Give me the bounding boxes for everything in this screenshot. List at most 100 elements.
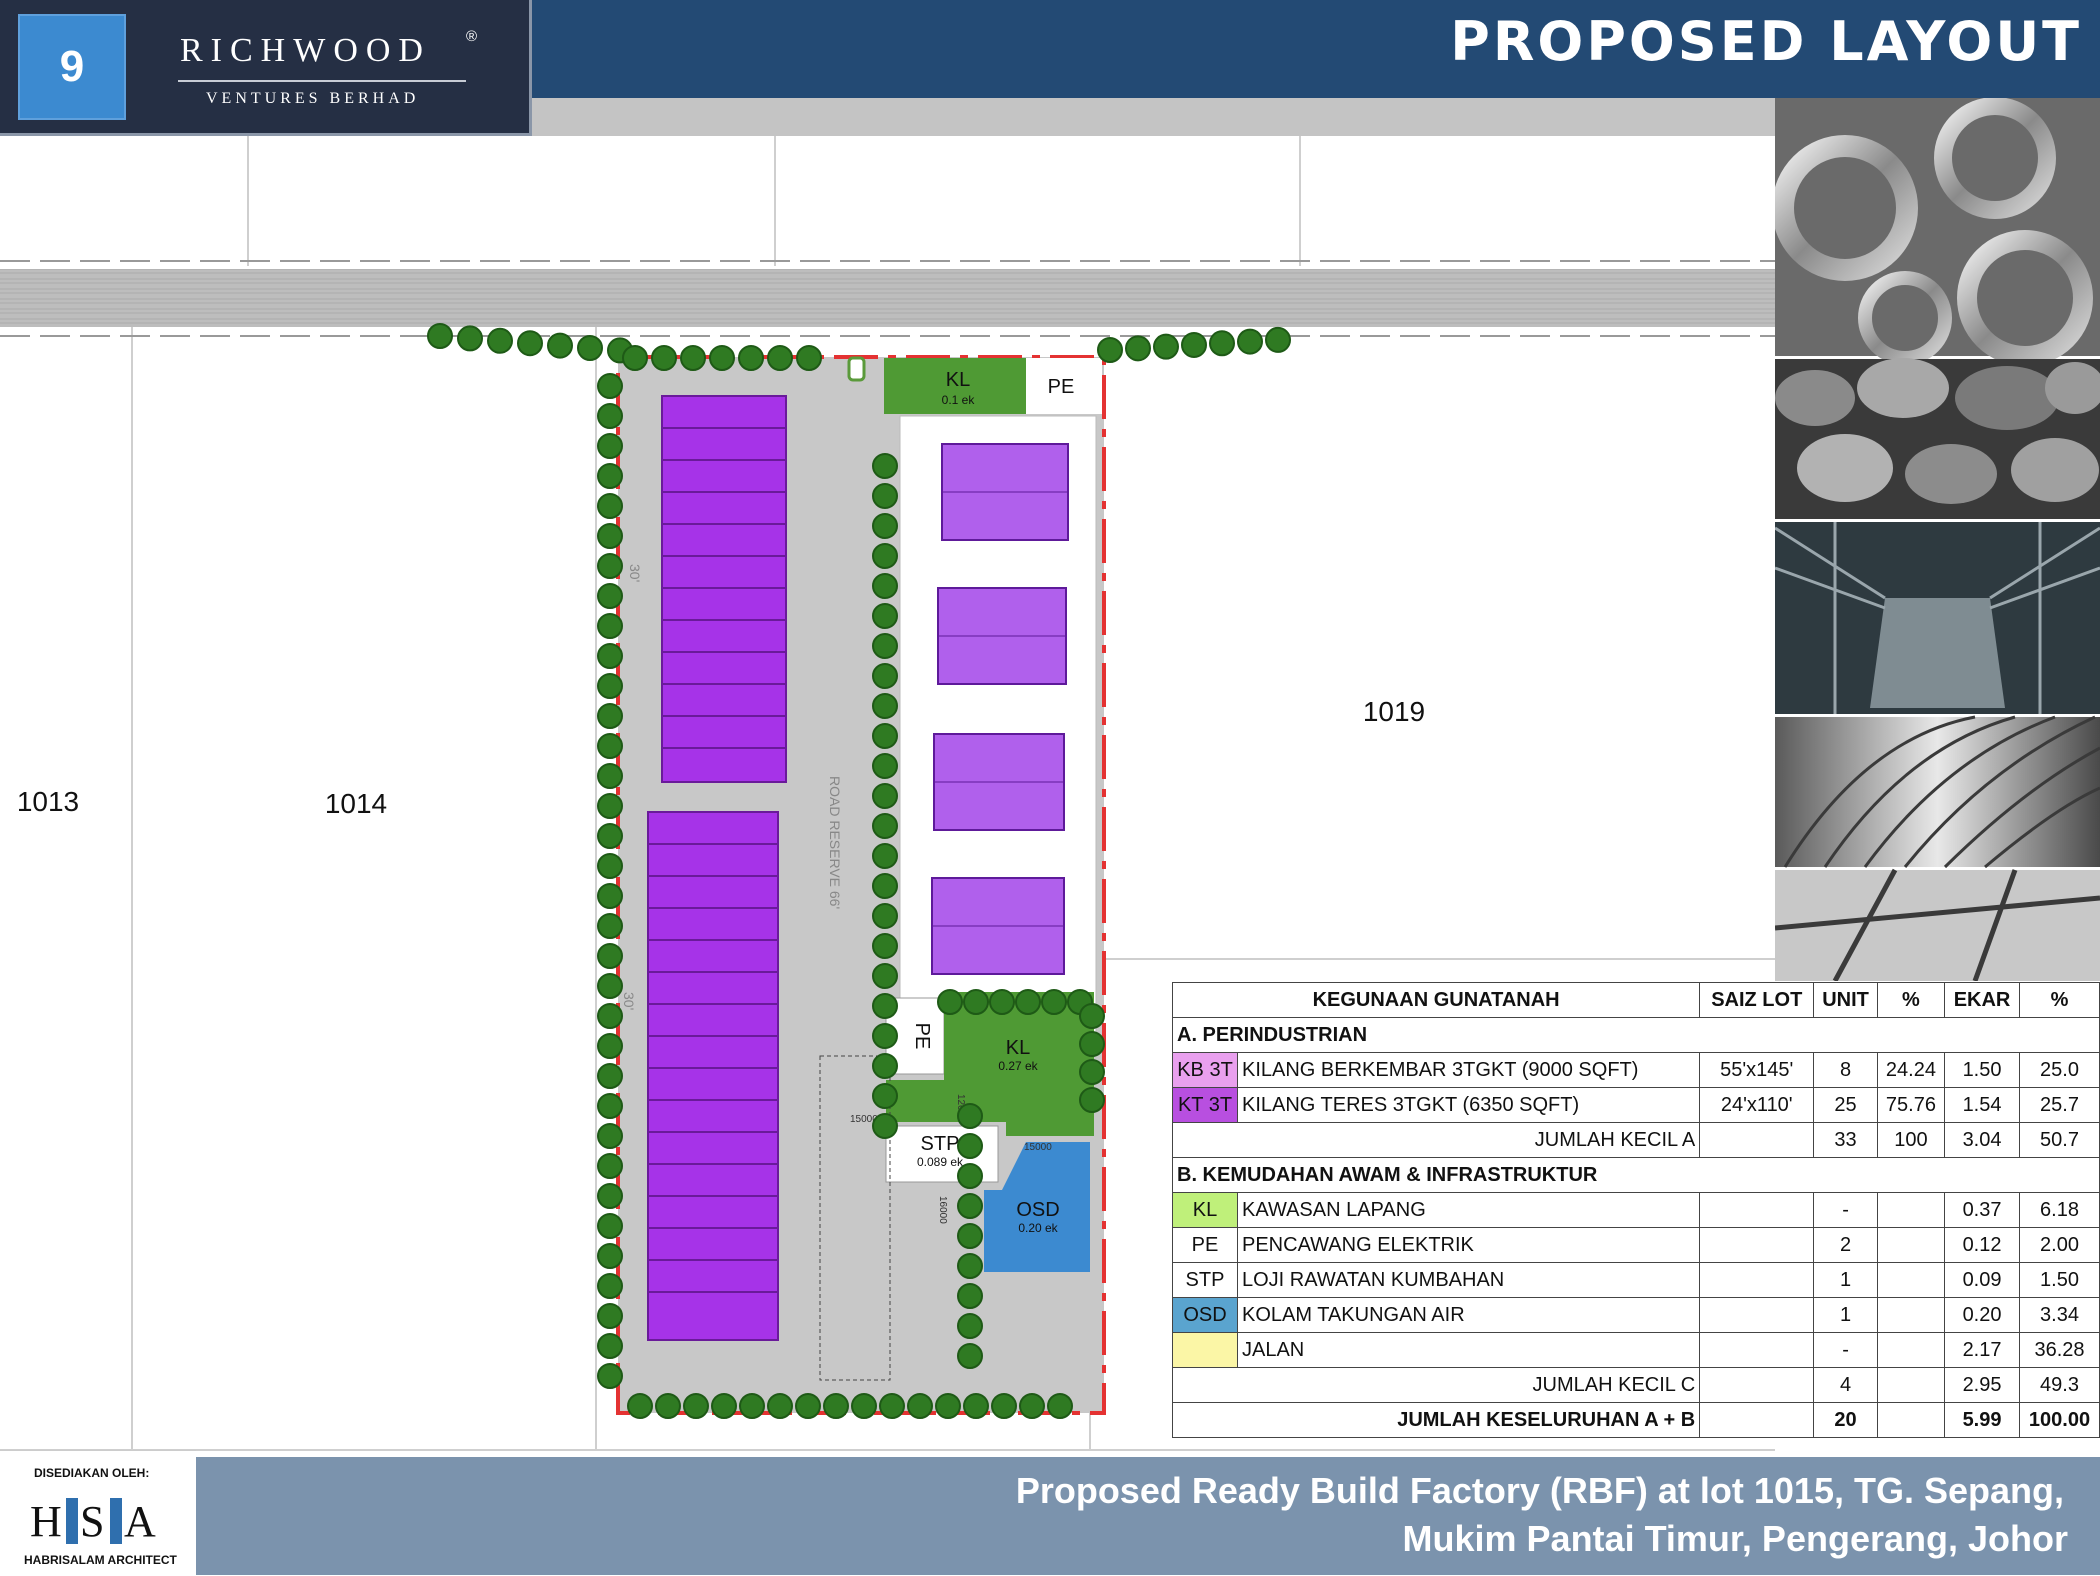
tree-icon xyxy=(872,633,898,659)
tree-icon xyxy=(957,1193,983,1219)
land-use-code: KL xyxy=(1172,1192,1238,1228)
land-use-code: OSD xyxy=(1172,1297,1238,1333)
unit-percent xyxy=(1876,1367,1946,1403)
tree-icon xyxy=(823,1393,849,1419)
land-use-code: STP xyxy=(1172,1262,1238,1298)
tree-icon xyxy=(709,345,735,371)
lot-size xyxy=(1699,1192,1815,1228)
stp-area: 0.089 ek xyxy=(917,1155,964,1169)
svg-text:H: H xyxy=(30,1497,62,1546)
lot-label-1013: 1013 xyxy=(17,786,79,817)
tree-icon xyxy=(872,933,898,959)
unit-count: 4 xyxy=(1813,1367,1878,1403)
tree-icon xyxy=(597,1273,623,1299)
tree-icon xyxy=(872,843,898,869)
land-use-table: KEGUNAAN GUNATANAH SAIZ LOT UNIT % EKAR … xyxy=(1171,982,2100,1438)
tree-icon xyxy=(597,1333,623,1359)
acre-percent: 25.7 xyxy=(2018,1087,2100,1123)
architect-logo-icon: H S A xyxy=(30,1497,156,1546)
prepared-by-label: DISEDIAKAN OLEH: xyxy=(34,1466,150,1480)
acre-percent: 6.18 xyxy=(2018,1192,2100,1228)
tree-icon xyxy=(711,1393,737,1419)
tree-icon xyxy=(597,1153,623,1179)
setback-label: 30' xyxy=(627,564,643,582)
tree-icon xyxy=(622,345,648,371)
tree-icon xyxy=(597,403,623,429)
land-use-code: PE xyxy=(1172,1227,1238,1263)
land-use-description: PENCAWANG ELEKTRIK xyxy=(1236,1227,1701,1263)
grand-total-label: JUMLAH KESELURUHAN A + B xyxy=(1171,1402,1701,1438)
land-use-description: LOJI RAWATAN KUMBAHAN xyxy=(1236,1262,1701,1298)
tree-icon xyxy=(1209,330,1235,357)
tree-icon xyxy=(1125,335,1151,362)
tree-icon xyxy=(957,1163,983,1189)
tree-icon xyxy=(597,703,623,729)
tree-icon xyxy=(1041,989,1067,1015)
pe-top-zone xyxy=(1026,358,1102,414)
unit-count: 20 xyxy=(1813,1402,1878,1438)
tree-icon xyxy=(872,483,898,509)
tree-icon xyxy=(738,345,764,371)
tree-icon xyxy=(957,1343,983,1369)
tree-icon xyxy=(597,763,623,789)
tree-icon xyxy=(1181,331,1207,358)
subtotal-a-label: JUMLAH KECIL A xyxy=(1171,1122,1701,1158)
tree-icon xyxy=(935,1393,961,1419)
tree-icon xyxy=(957,1103,983,1129)
acre-value: 5.99 xyxy=(1944,1402,2020,1438)
pebbles-photo xyxy=(1775,358,2100,519)
tree-icon xyxy=(957,1253,983,1279)
tree-icon xyxy=(597,433,623,459)
tree-icon xyxy=(597,373,623,399)
tree-icon xyxy=(872,573,898,599)
tree-icon xyxy=(989,989,1015,1015)
tree-icon xyxy=(872,753,898,779)
unit-count: 25 xyxy=(1813,1087,1878,1123)
tree-icon xyxy=(597,673,623,699)
unit-count: 2 xyxy=(1813,1227,1878,1263)
tree-icon xyxy=(963,1393,989,1419)
page-number-badge: 9 xyxy=(18,14,126,120)
acre-value: 0.20 xyxy=(1944,1297,2020,1333)
tree-icon xyxy=(680,345,706,371)
terrace-block-north xyxy=(661,395,787,783)
tree-icon xyxy=(957,1223,983,1249)
tree-icon xyxy=(597,1363,623,1389)
header-acre-percent: % xyxy=(2018,982,2100,1018)
header-acre: EKAR xyxy=(1944,982,2020,1018)
tree-icon xyxy=(597,1123,623,1149)
tree-icon xyxy=(597,463,623,489)
lot-size: 24'x110' xyxy=(1699,1087,1815,1123)
tree-icon xyxy=(651,345,677,371)
tree-icon xyxy=(597,1303,623,1329)
acre-percent: 100.00 xyxy=(2018,1402,2100,1438)
section-a-heading: A. PERINDUSTRIAN xyxy=(1172,1017,2100,1053)
section-a-row: A. PERINDUSTRIAN xyxy=(1172,1017,2100,1053)
tree-icon xyxy=(963,989,989,1015)
tree-icon xyxy=(597,1093,623,1119)
unit-percent: 75.76 xyxy=(1876,1087,1946,1123)
tree-icon xyxy=(991,1393,1017,1419)
tree-icon xyxy=(597,1063,623,1089)
header-land-use: KEGUNAAN GUNATANAH xyxy=(1171,982,1701,1018)
tree-icon xyxy=(517,330,543,357)
tree-icon xyxy=(597,1033,623,1059)
header-unit: UNIT xyxy=(1813,982,1878,1018)
tree-icon xyxy=(597,913,623,939)
dimension-label: 15000 xyxy=(850,1114,878,1125)
acre-value: 0.12 xyxy=(1944,1227,2020,1263)
tree-icon xyxy=(872,783,898,809)
lot-size xyxy=(1699,1227,1815,1263)
tree-icon xyxy=(597,973,623,999)
stp-label: STP xyxy=(921,1133,960,1155)
site-plan-map: KL 0.1 ek PE xyxy=(0,136,1775,1451)
tree-icon xyxy=(597,1183,623,1209)
acre-value: 1.50 xyxy=(1944,1052,2020,1088)
page-title: PROPOSED LAYOUT xyxy=(1450,10,2082,73)
lot-size xyxy=(1699,1122,1815,1158)
